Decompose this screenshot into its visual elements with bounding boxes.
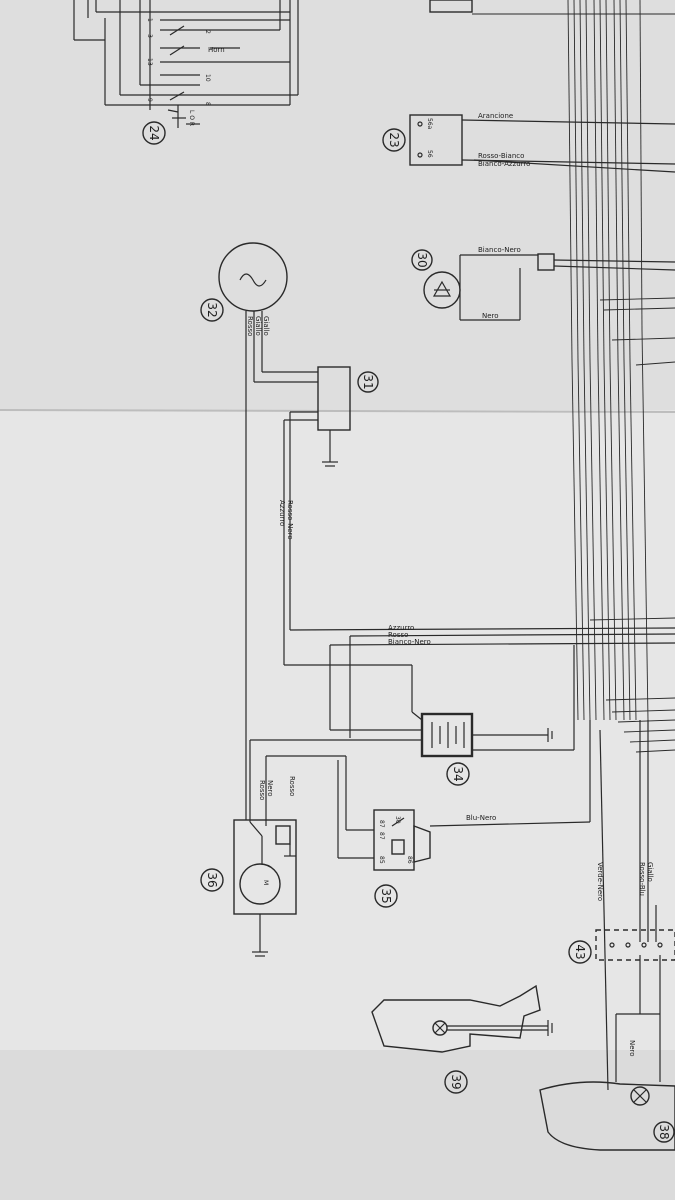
callout-31 [357, 371, 379, 393]
wire-label-nero-30: Nero [482, 312, 499, 320]
term-35-86: 86 [406, 856, 413, 864]
label-31: 31 [361, 374, 375, 389]
component-34-battery [249, 711, 574, 822]
component-31-regulator [283, 366, 351, 665]
term-24-13: 13 [146, 58, 153, 66]
callout-39 [444, 1070, 468, 1094]
callout-24 [142, 121, 166, 145]
term-24-3: 3 [146, 34, 153, 38]
label-30: 30 [415, 252, 429, 267]
wire-label-giallo-32b: Giallo [262, 316, 270, 336]
term-24-lor: L O R [188, 110, 195, 126]
wire-label-azzurro-31: Azzurro [278, 500, 286, 526]
wire-label-rosso-36: Rosso [258, 780, 266, 800]
wire-label-azzurro-bus: Azzurro [388, 624, 414, 632]
term-35-30: 30 [394, 816, 401, 824]
component-30-sensor [423, 253, 675, 321]
shadow-bottom [0, 1050, 675, 1200]
term-24-2: 2 [204, 30, 211, 34]
term-24-1: 1 [146, 18, 153, 22]
component-39-lamp [371, 984, 553, 1053]
term-23-56a: 56a [426, 118, 433, 130]
term-24-8: 8 [204, 102, 211, 106]
label-35: 35 [379, 888, 393, 903]
term-35-87: 87 [378, 820, 385, 828]
component-35-relay [337, 720, 591, 871]
callout-43 [568, 940, 592, 964]
callout-38 [653, 1121, 675, 1143]
label-24: 24 [147, 125, 161, 140]
wire-label-verde-nero: Verde-Nero [596, 862, 604, 901]
paper-fold [0, 409, 675, 413]
paper-upper [0, 0, 675, 410]
term-24-9: 9 [146, 98, 153, 102]
label-23: 23 [387, 132, 401, 147]
wire-label-arancione: Arancione [478, 112, 513, 120]
bus-wires [284, 627, 675, 750]
wire-label-rosso-32: Rosso [246, 316, 254, 336]
callout-30 [411, 249, 433, 271]
term-24-10: 10 [204, 74, 211, 82]
wire-label-rosso-bianco: Rosso-Bianco [478, 152, 524, 160]
wire-label-bianco-azzurro: Bianco-Azzurro [478, 160, 530, 168]
callout-32 [200, 298, 224, 322]
wire-label-blu-nero: Blu-Nero [466, 814, 496, 822]
label-36: 36 [205, 872, 219, 887]
wire-label-rosso-36b: Rosso [288, 776, 296, 796]
wire-label-giallo-43: Giallo [646, 862, 654, 882]
callout-35 [374, 884, 398, 908]
label-39: 39 [449, 1074, 463, 1089]
wire-label-rosso-nero-31: Rosso-Nero [286, 500, 294, 540]
component-23-connector [409, 114, 675, 173]
wire-label-nero-36: Nero [266, 780, 274, 797]
callout-36 [200, 868, 224, 892]
term-35-85: 85 [378, 856, 385, 864]
wire-label-bianco-nero-30: Bianco-Nero [478, 246, 521, 254]
label-32: 32 [205, 302, 219, 317]
component-38-taillight [539, 1081, 675, 1151]
component-32-generator [218, 242, 318, 820]
wire-label-nero-38: Nero [628, 1040, 636, 1057]
label-43: 43 [573, 944, 587, 959]
motor-m: M [262, 880, 269, 885]
main-harness [429, 0, 675, 753]
wire-label-bianco-nero-bus: Bianco-Nero [388, 638, 431, 646]
label-34: 34 [451, 766, 465, 781]
component-24-switch [73, 0, 299, 128]
component-36-starter [233, 755, 346, 957]
term-35-87b: 87 [378, 832, 385, 840]
term-23-56: 56 [426, 150, 433, 158]
wire-label-horn: Horn [208, 46, 225, 54]
wire-label-rosso-bus: Rosso [388, 631, 408, 639]
component-43-connector [595, 720, 675, 1091]
callout-23 [382, 128, 406, 152]
wire-label-giallo-32: Giallo [254, 316, 262, 336]
callout-34 [446, 762, 470, 786]
label-38: 38 [657, 1124, 671, 1139]
wire-label-rosso-blu: Rosso-Blu [638, 862, 646, 896]
